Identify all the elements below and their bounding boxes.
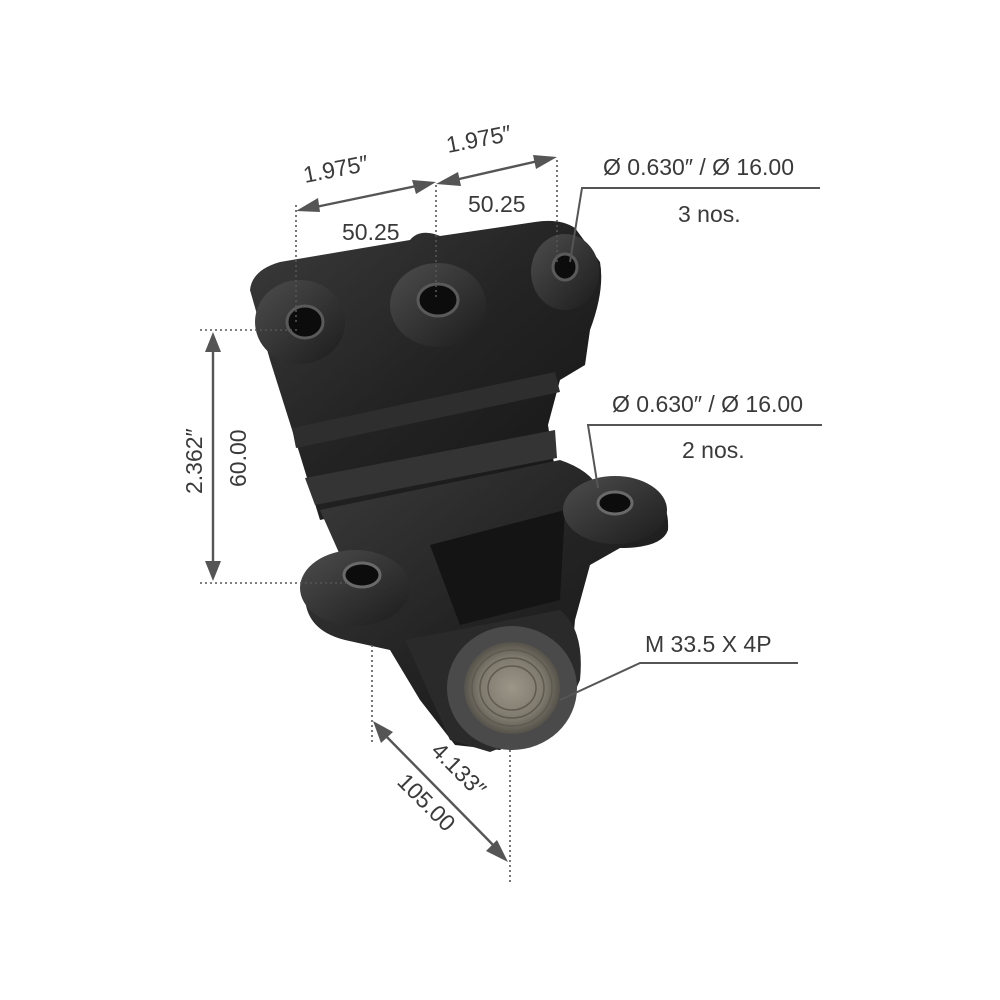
callout-side-holes-spec: Ø 0.630″ / Ø 16.00 [612,391,803,417]
dimension-height: 2.362″ 60.00 [181,329,350,584]
callout-side-holes: Ø 0.630″ / Ø 16.00 2 nos. [586,391,822,489]
dim-top-right-inch: 1.975″ [444,120,513,158]
thread-lines [471,649,553,727]
callout-thread: M 33.5 X 4P [559,631,798,701]
dim-top-left-inch: 1.975″ [301,150,370,188]
callout-thread-spec: M 33.5 X 4P [645,631,772,657]
callout-top-holes-qty: 3 nos. [678,201,741,227]
dim-top-left-mm: 50.25 [342,219,400,245]
callout-top-holes: Ø 0.630″ / Ø 16.00 3 nos. [569,154,820,263]
callout-top-holes-spec: Ø 0.630″ / Ø 16.00 [603,154,794,180]
hole-top-left [285,304,325,340]
bracket-web-ridge [292,372,560,448]
hole-flange-right [596,490,634,516]
hole-flange-left [342,561,382,589]
callout-side-holes-qty: 2 nos. [682,437,745,463]
bracket-web-ridge-2 [305,430,557,505]
threaded-bore [464,642,560,734]
dim-height-mm: 60.00 [225,429,251,487]
dim-height-inch: 2.362″ [181,428,207,494]
bracket-channel [430,510,565,625]
bracket-part [250,220,669,752]
flange-left [300,550,410,626]
dim-top-right-mm: 50.25 [468,191,526,217]
hole-top-middle [416,282,460,318]
hole-top-right [551,252,579,282]
